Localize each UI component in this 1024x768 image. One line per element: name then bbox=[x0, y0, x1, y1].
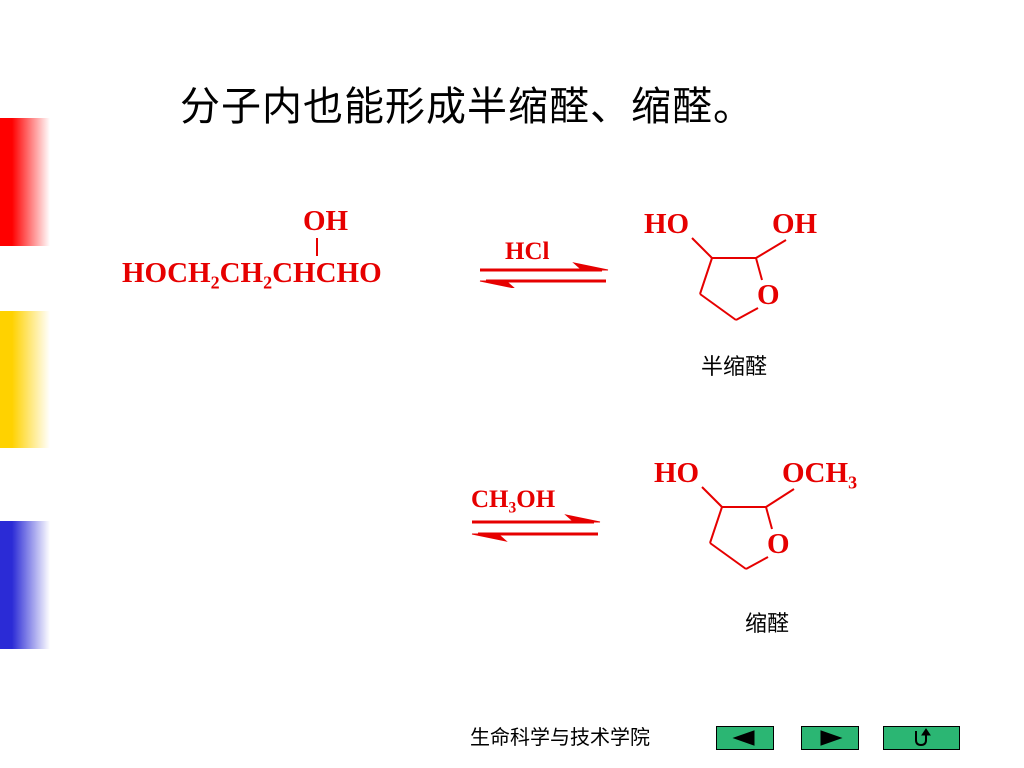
hemiacetal-ho-label: HO bbox=[644, 208, 690, 240]
reactant-formula-subscript: 2 bbox=[210, 272, 220, 293]
reactant-oh-label: OH bbox=[303, 205, 349, 237]
reactant-formula-part: HOCH bbox=[122, 257, 211, 289]
accent-bar-red bbox=[0, 118, 50, 246]
equilibrium-arrow-1 bbox=[479, 262, 609, 288]
previous-slide-button[interactable] bbox=[716, 726, 774, 750]
equilibrium-arrow-2 bbox=[471, 514, 601, 542]
reagent-methanol-part: OH bbox=[516, 486, 556, 513]
acetal-och3-part: OCH bbox=[782, 457, 849, 489]
acetal-caption: 缩醛 bbox=[745, 612, 790, 637]
hemiacetal-ring-oxygen: O bbox=[757, 279, 780, 311]
accent-bar-yellow bbox=[0, 311, 50, 448]
acetal-ho-label: HO bbox=[654, 457, 700, 489]
hemiacetal-caption: 半缩醛 bbox=[701, 355, 768, 380]
reagent-methanol-part: CH bbox=[471, 486, 509, 513]
return-arrow-icon bbox=[914, 728, 931, 747]
reactant-formula: HOCH2CH2CHCHO bbox=[122, 257, 382, 293]
triangle-right-icon bbox=[820, 730, 843, 746]
acetal-och3-label: OCH3 bbox=[782, 457, 857, 493]
hemiacetal-oh-label: OH bbox=[772, 208, 818, 240]
slide-title: 分子内也能形成半缩醛、缩醛。 bbox=[180, 84, 754, 130]
reactant-oh-bond bbox=[316, 238, 318, 256]
reagent-methanol-subscript: 3 bbox=[508, 499, 517, 517]
accent-bar-blue bbox=[0, 521, 50, 649]
reactant-formula-part: CHCHO bbox=[272, 257, 382, 289]
triangle-left-icon bbox=[732, 730, 755, 746]
acetal-ring-oxygen: O bbox=[767, 528, 790, 560]
next-slide-button[interactable] bbox=[801, 726, 859, 750]
reagent-methanol: CH3OH bbox=[471, 486, 555, 517]
reactant-formula-part: CH bbox=[219, 257, 264, 289]
return-button[interactable] bbox=[883, 726, 960, 750]
hemiacetal-ring bbox=[691, 237, 787, 321]
acetal-och3-subscript: 3 bbox=[848, 472, 858, 493]
reactant-formula-subscript: 2 bbox=[263, 272, 273, 293]
institution-name: 生命科学与技术学院 bbox=[470, 725, 650, 749]
reagent-hcl: HCl bbox=[505, 238, 550, 265]
acetal-ring bbox=[701, 486, 795, 570]
